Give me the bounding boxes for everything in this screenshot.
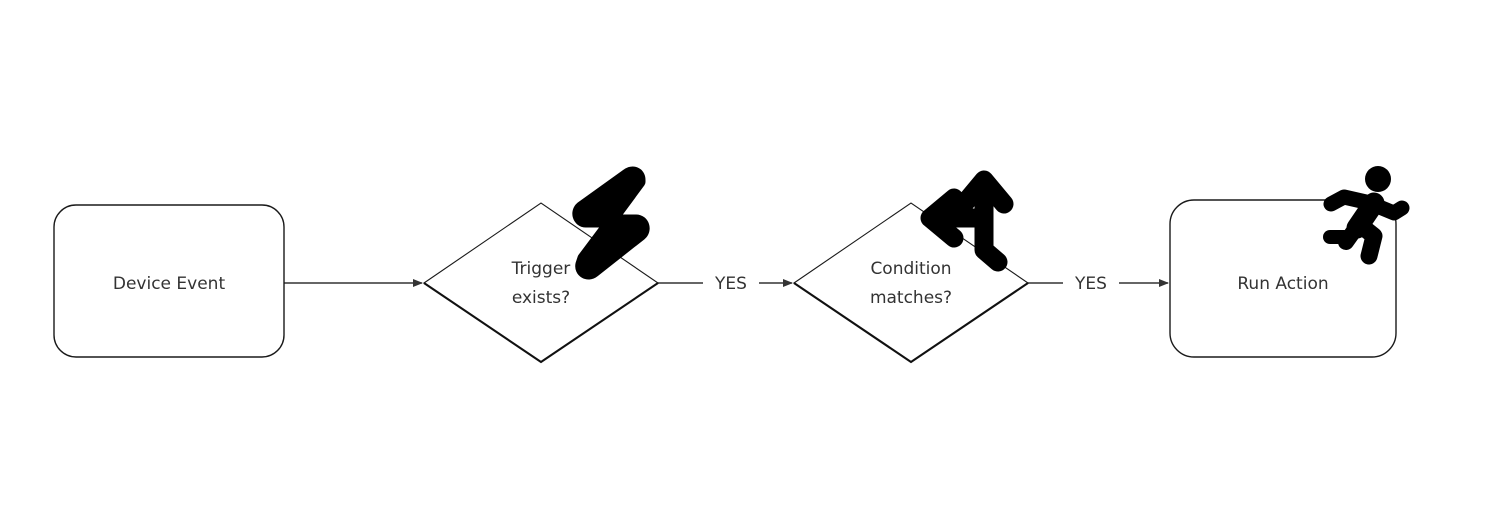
node-trigger-exists[interactable]: Trigger exists?: [423, 166, 659, 364]
lightning-bolt-icon: [572, 166, 650, 280]
running-person-icon: [1323, 166, 1410, 265]
condition-matches-label-line1: Condition: [870, 259, 951, 279]
trigger-exists-label-line2: exists?: [512, 288, 570, 308]
branch-arrow-icon: [920, 170, 1014, 272]
device-event-label: Device Event: [113, 274, 226, 294]
trigger-exists-shape-shadow: [423, 282, 659, 364]
device-event-shape[interactable]: [53, 204, 285, 358]
node-run-action[interactable]: Run Action: [1169, 166, 1410, 358]
condition-matches-label-line2: matches?: [870, 288, 952, 308]
run-action-label: Run Action: [1237, 274, 1328, 294]
node-device-event[interactable]: Device Event: [53, 204, 285, 358]
trigger-exists-label-line1: Trigger: [511, 259, 571, 279]
node-condition-matches[interactable]: Condition matches?: [793, 170, 1029, 364]
edge-label-yes-2: YES: [1074, 274, 1107, 294]
edge-condition-to-action: YES: [1028, 274, 1169, 294]
condition-matches-shape-shadow: [793, 282, 1029, 364]
edge-trigger-to-condition: YES: [658, 274, 793, 294]
edge-label-yes-1: YES: [714, 274, 747, 294]
